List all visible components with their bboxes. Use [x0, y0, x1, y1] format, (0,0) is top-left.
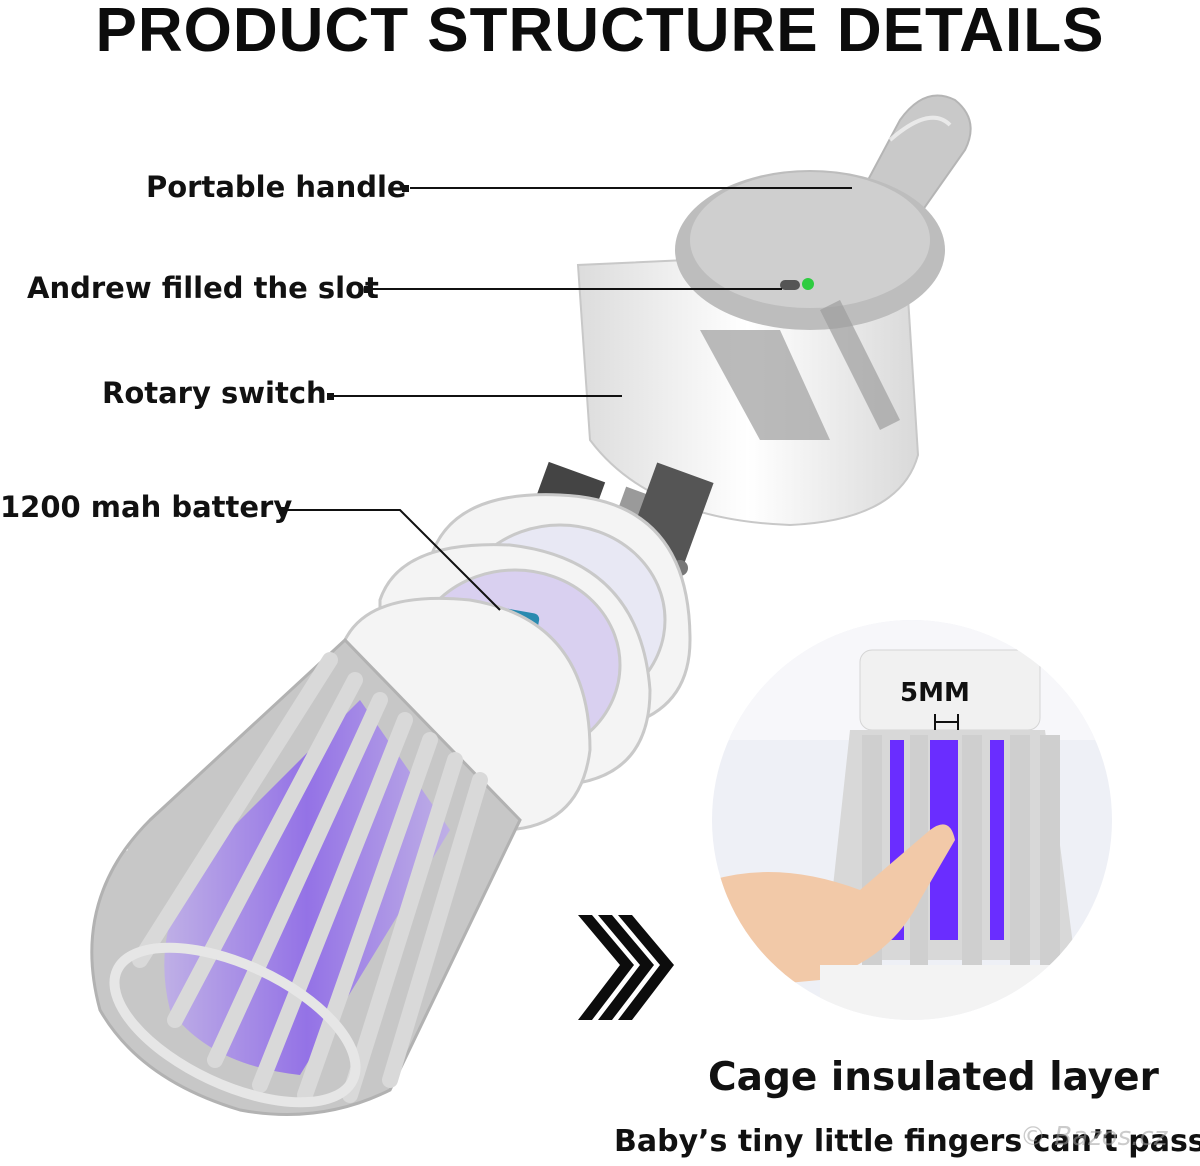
watermark: © Bazos.cz [1020, 1122, 1168, 1152]
detail-caption: Cage insulated layer [708, 1055, 1159, 1100]
page-title: PRODUCT STRUCTURE DETAILS [95, 0, 1105, 65]
lamp-cage [90, 637, 522, 1116]
callout-handle-dot [402, 185, 409, 192]
gap-dimension-label: 5MM [900, 678, 970, 708]
callout-battery-dot [279, 507, 286, 514]
indicator-led [802, 278, 814, 290]
callout-battery: 1200 mah battery [0, 490, 293, 524]
leader-lines [286, 187, 852, 611]
arrow-icon [578, 915, 674, 1020]
callout-switch-dot [327, 393, 334, 400]
callout-handle: Portable handle [146, 170, 407, 204]
callout-slot: Andrew filled the slot [27, 271, 379, 305]
callout-switch: Rotary switch [102, 376, 327, 410]
callout-slot-dot [364, 286, 371, 293]
top-cap [576, 170, 945, 527]
detail-subcaption: Baby’s tiny little fingers can’t pass [614, 1124, 1200, 1159]
